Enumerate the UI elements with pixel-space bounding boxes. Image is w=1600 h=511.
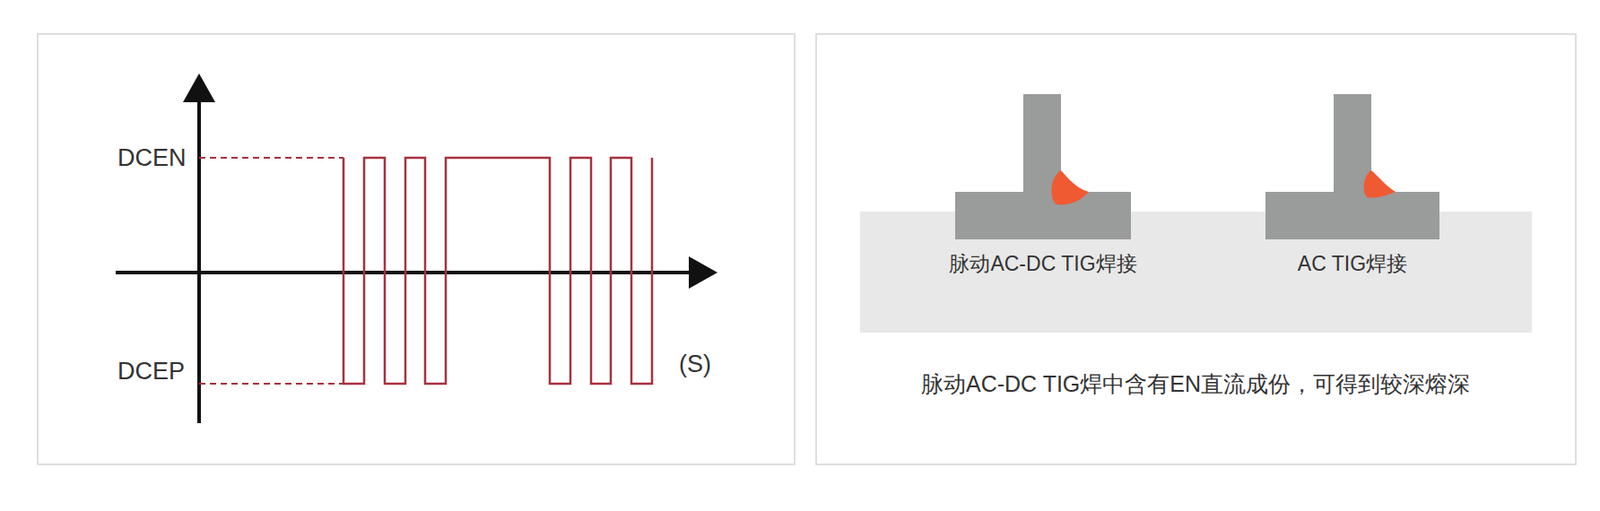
- weld-bead: [1364, 170, 1396, 199]
- t-joint-flange: [1265, 191, 1440, 240]
- joint-label: 脉动AC-DC TIG焊接: [948, 252, 1137, 278]
- y-arrow: [182, 73, 216, 103]
- right-panel: [816, 34, 1576, 465]
- axis-label: DCEP: [117, 356, 185, 386]
- y-axis: [197, 96, 201, 424]
- caption: 脉动AC-DC TIG焊中含有EN直流成份，可得到较深熔深: [921, 370, 1470, 398]
- axis-unit: (S): [678, 349, 712, 379]
- dcen-guide: [199, 156, 344, 159]
- weld-bead: [1052, 170, 1089, 205]
- dcep-guide: [199, 382, 344, 385]
- joint-label: AC TIG焊接: [1297, 252, 1408, 278]
- pulse-waveform: [343, 157, 653, 384]
- t-joint-flange: [955, 191, 1131, 240]
- left-panel: [37, 34, 795, 465]
- x-axis: [115, 270, 693, 275]
- axis-label: DCEN: [117, 143, 187, 173]
- x-arrow: [688, 256, 718, 289]
